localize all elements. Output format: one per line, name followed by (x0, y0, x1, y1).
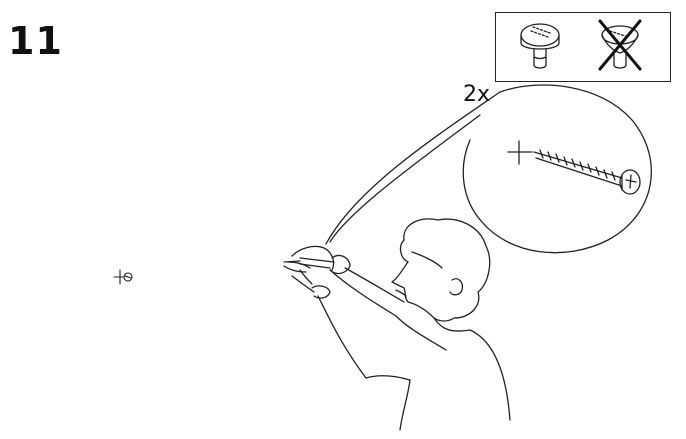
screw-countersunk-crossed-icon (598, 19, 642, 71)
quantity-label: 2x (463, 82, 491, 107)
callout-bubble (325, 84, 652, 254)
step-number: 11 (8, 19, 63, 63)
correct-screw-cell (496, 13, 584, 81)
person-screwing-icon (283, 218, 511, 431)
screw-pan-head-icon (520, 23, 560, 69)
screw-comparison-box (495, 12, 671, 82)
incorrect-screw-cell (584, 13, 672, 81)
drill-mark-icon (113, 269, 133, 285)
screw-detail-icon (507, 140, 641, 195)
